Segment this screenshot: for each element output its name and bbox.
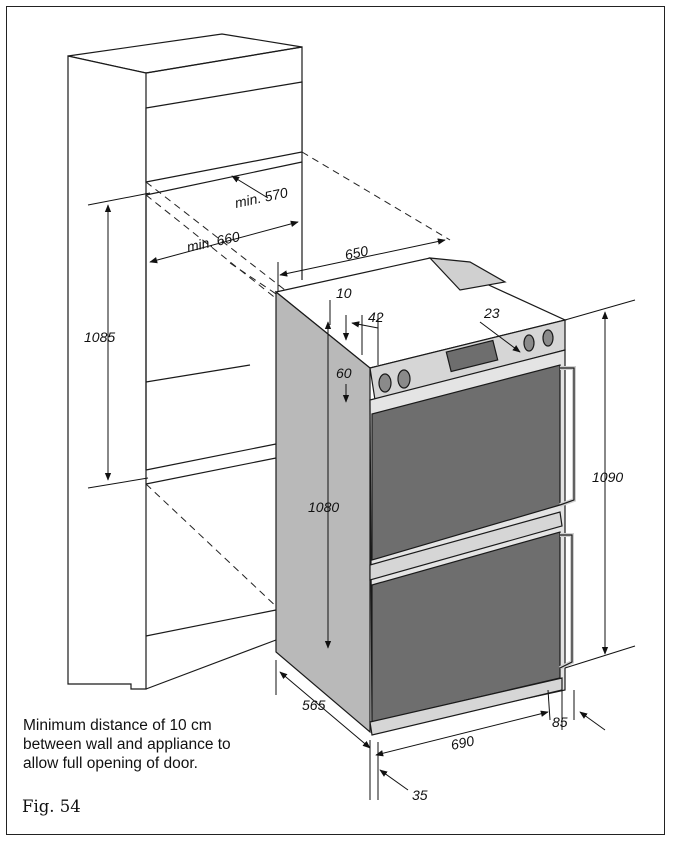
dim-60: 60 — [336, 365, 352, 381]
oven — [274, 257, 576, 736]
note-line: allow full opening of door. — [23, 755, 198, 772]
dim-min-570: min. 570 — [233, 184, 289, 211]
figure-label: Fig. 54 — [22, 797, 81, 816]
dim-1080: 1080 — [308, 499, 339, 515]
dim-650: 650 — [343, 242, 369, 263]
note-line: between wall and appliance to — [23, 736, 231, 753]
dim-min-660: min. 660 — [185, 228, 241, 255]
knob-icon — [523, 334, 535, 352]
installation-note: Minimum distance of 10 cm between wall a… — [23, 716, 323, 773]
dim-690: 690 — [449, 732, 475, 753]
knob-icon — [542, 329, 554, 347]
dim-35: 35 — [412, 787, 428, 803]
dim-85: 85 — [552, 714, 568, 730]
dim-42: 42 — [368, 309, 384, 325]
dim-23: 23 — [483, 305, 500, 321]
dimension-lines — [87, 175, 636, 800]
dim-565: 565 — [302, 697, 326, 713]
cabinet — [67, 33, 303, 690]
dim-1090: 1090 — [592, 469, 623, 485]
dim-10: 10 — [336, 285, 352, 301]
note-line: Minimum distance of 10 cm — [23, 717, 212, 734]
knob-icon — [378, 373, 392, 393]
knob-icon — [397, 369, 411, 389]
dim-1085: 1085 — [84, 329, 115, 345]
figure-frame — [6, 6, 665, 835]
